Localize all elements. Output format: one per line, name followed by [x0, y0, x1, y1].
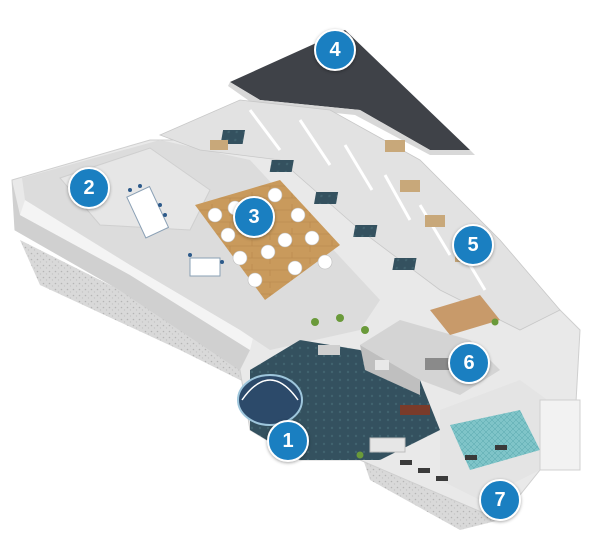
decor-plants: [311, 314, 499, 459]
ballroom-floor: [195, 180, 340, 300]
fitness-spa-area: [400, 380, 581, 500]
guest-room-wing: [158, 99, 561, 331]
location-marker-3[interactable]: 3: [233, 196, 275, 238]
lounge-area: [360, 295, 500, 395]
location-marker-7[interactable]: 7: [479, 479, 521, 521]
location-marker-1[interactable]: 1: [267, 420, 309, 462]
roof-slab: [228, 30, 475, 155]
location-marker-5[interactable]: 5: [452, 224, 494, 266]
location-marker-6[interactable]: 6: [448, 342, 490, 384]
location-marker-2[interactable]: 2: [68, 167, 110, 209]
location-marker-4[interactable]: 4: [314, 29, 356, 71]
